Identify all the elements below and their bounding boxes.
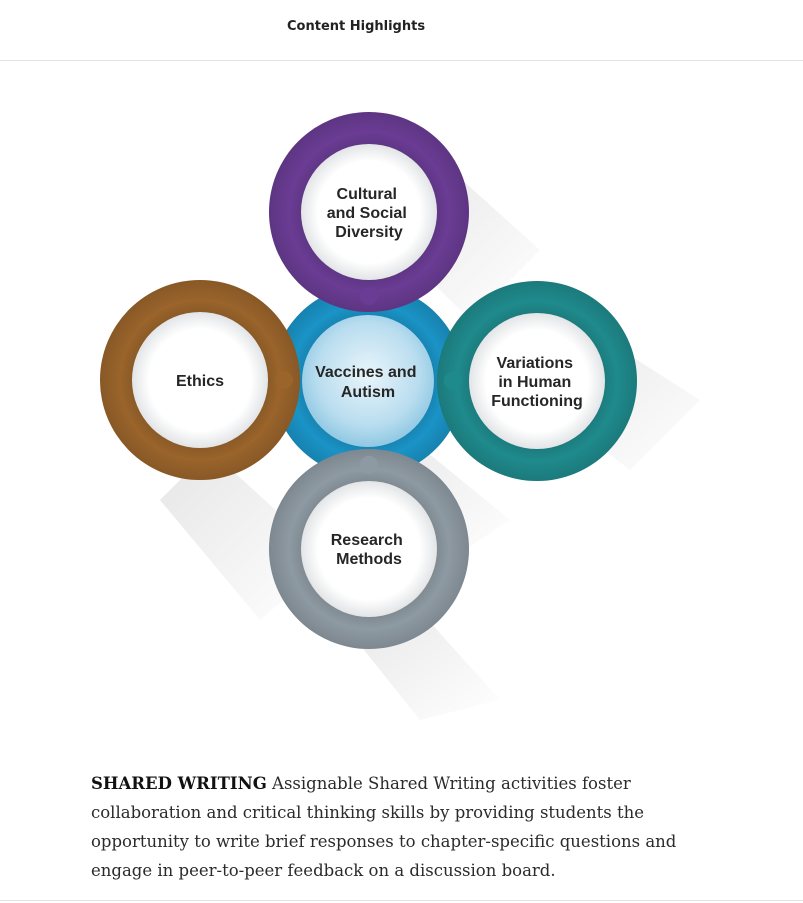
node-bottom: Research Methods	[269, 449, 469, 649]
page-title: Content Highlights	[287, 19, 426, 34]
node-right: Variations in Human Functioning	[437, 281, 637, 481]
paragraph-text: Assignable Shared Writing activities fos…	[91, 773, 677, 880]
right-puzzle-tab	[444, 372, 462, 390]
topic-diagram: Vaccines and Autism Cultural and Social …	[0, 62, 803, 722]
shared-writing-paragraph: SHARED WRITING Assignable Shared Writing…	[91, 769, 721, 885]
center-label: Vaccines and Autism	[315, 364, 421, 401]
right-label: Variations in Human Functioning	[491, 355, 583, 410]
node-center: Vaccines and Autism	[272, 285, 464, 477]
bottom-core	[301, 481, 437, 617]
page-header: Content Highlights	[0, 0, 803, 61]
left-puzzle-tab	[275, 371, 293, 389]
top-puzzle-tab	[360, 287, 378, 305]
top-label: Cultural and Social Diversity	[327, 186, 411, 241]
footer-divider	[0, 900, 803, 901]
left-core	[132, 312, 268, 448]
right-core	[469, 313, 605, 449]
left-label: Ethics	[176, 373, 224, 390]
paragraph-lead: SHARED WRITING	[91, 773, 267, 793]
center-core	[302, 315, 434, 447]
node-top: Cultural and Social Diversity	[269, 112, 469, 312]
topic-diagram-svg: Vaccines and Autism Cultural and Social …	[100, 112, 700, 720]
bottom-puzzle-tab	[360, 456, 378, 474]
node-left: Ethics	[100, 280, 300, 480]
bottom-label: Research Methods	[331, 532, 408, 568]
top-core	[301, 144, 437, 280]
